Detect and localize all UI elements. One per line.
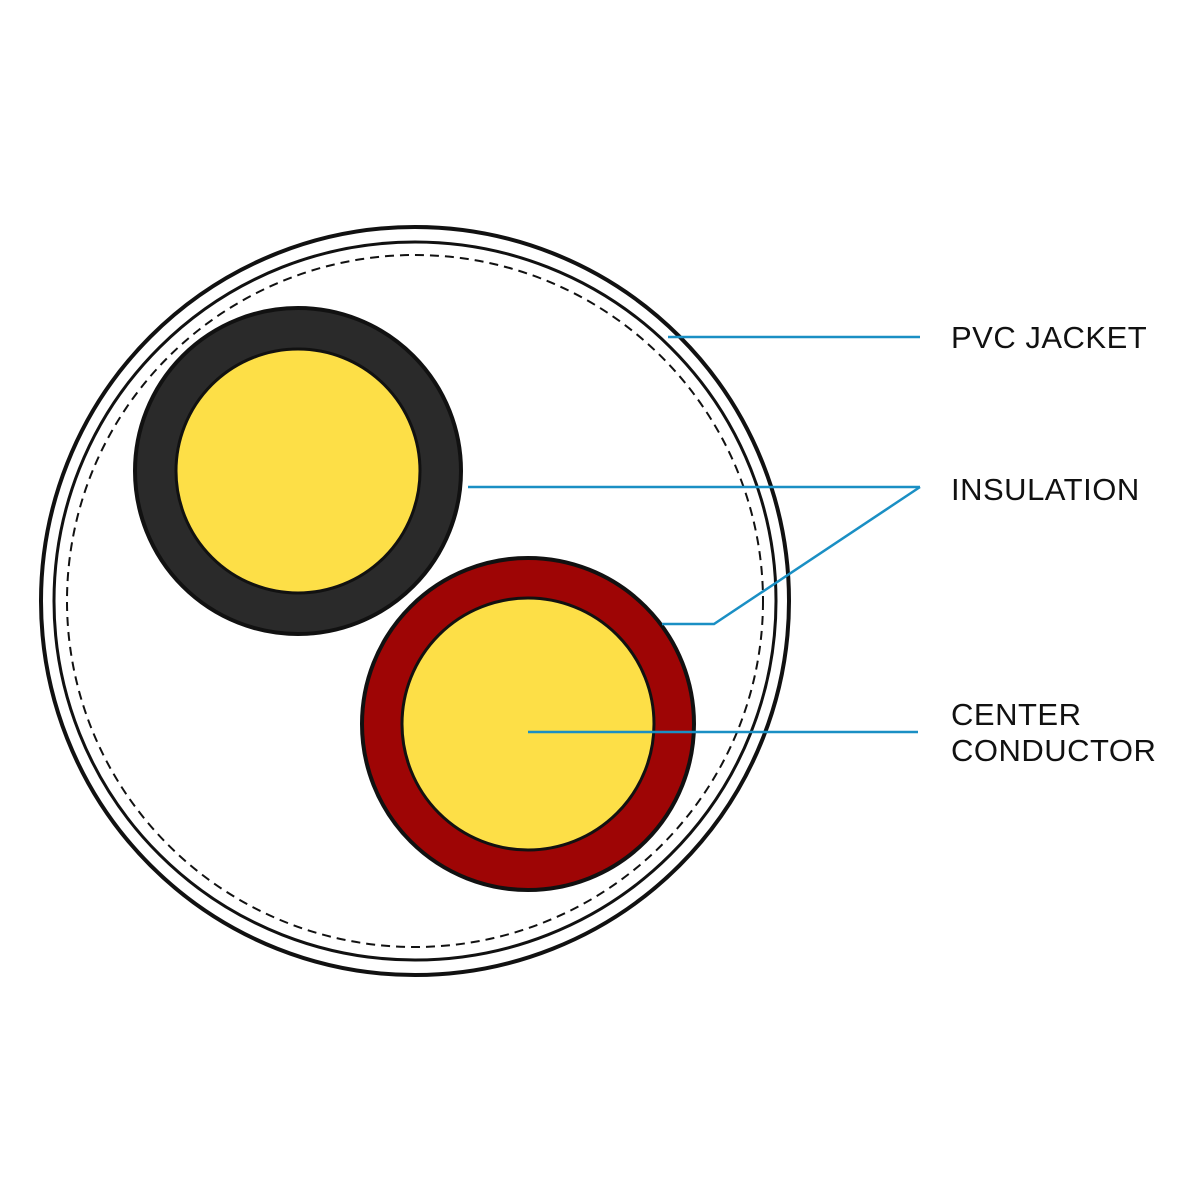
jacket-dashed-ring (66, 254, 764, 948)
insulation-leader-line-red (662, 485, 921, 626)
black-wire-conductor (174, 347, 422, 595)
leader-lines (468, 335, 921, 734)
insulation-label: INSULATION (951, 472, 1140, 507)
center-conductor-label-line1: CENTER (951, 697, 1081, 732)
pvc-jacket-label: PVC JACKET (951, 320, 1147, 355)
red-wire-conductor (400, 596, 656, 852)
jacket-inner-ring (52, 240, 778, 962)
center-conductor-label-line2: CONDUCTOR (951, 733, 1156, 768)
callout-labels: PVC JACKET INSULATION CENTER CONDUCTOR (951, 320, 1156, 768)
black-insulated-wire (133, 306, 463, 636)
red-insulated-wire (360, 556, 696, 892)
